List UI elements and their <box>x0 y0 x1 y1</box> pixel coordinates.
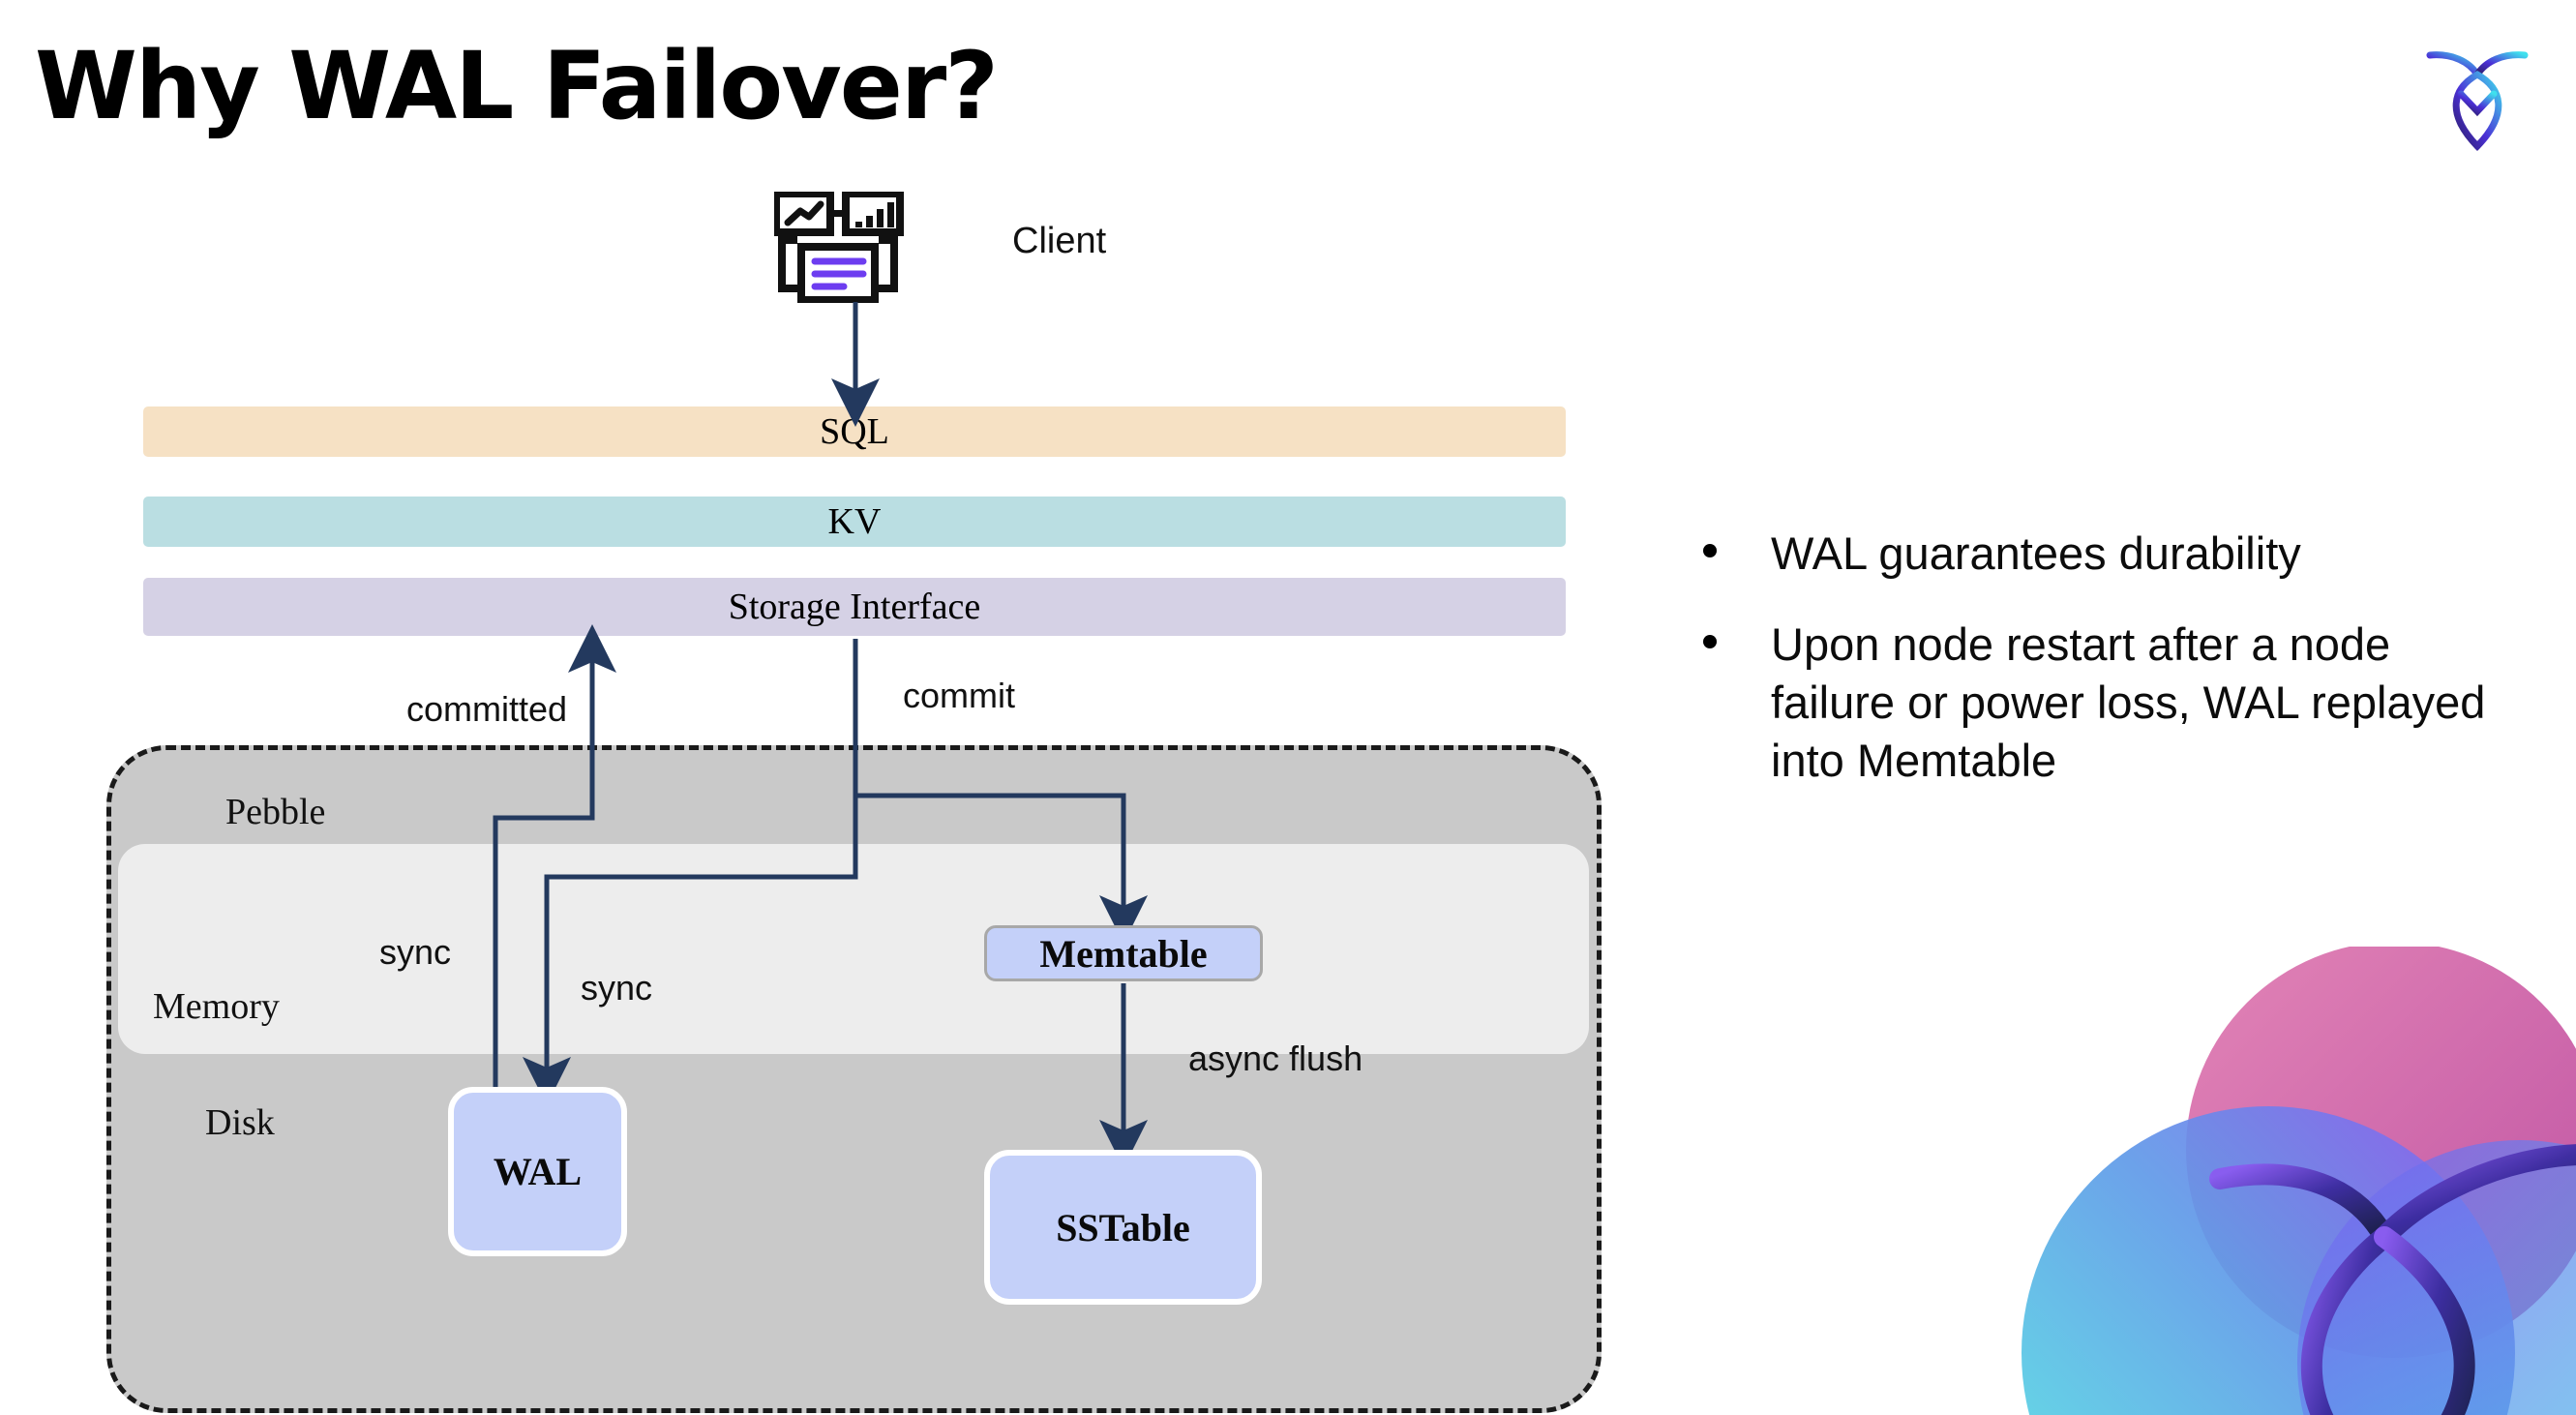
layer-label-storage: Storage Interface <box>728 587 981 627</box>
memory-label: Memory <box>153 986 280 1027</box>
cockroachdb-logo <box>2414 34 2540 155</box>
decorative-logo-graphic <box>1978 942 2576 1415</box>
memory-region <box>118 844 1589 1054</box>
sstable-box: SSTable <box>984 1150 1262 1305</box>
bullet-dot-icon <box>1703 544 1717 557</box>
layer-label-sql: SQL <box>820 411 889 452</box>
edge-label-async-flush: async flush <box>1188 1039 1363 1078</box>
page-title: Why WAL Failover? <box>35 32 999 140</box>
layer-bar-kv: KV <box>143 497 1566 547</box>
bullet-dot-icon <box>1703 635 1717 649</box>
edge-label-committed: committed <box>406 689 568 729</box>
client-dashboard-icon <box>772 190 929 304</box>
layer-bar-storage: Storage Interface <box>143 578 1566 636</box>
wal-label: WAL <box>493 1150 583 1193</box>
bullet-text: Upon node restart after a node failure o… <box>1771 618 2486 787</box>
edge-label-sync-right: sync <box>581 968 653 1008</box>
layer-bar-sql: SQL <box>143 406 1566 457</box>
wal-box: WAL <box>448 1087 627 1256</box>
edge-label-commit: commit <box>903 676 1015 715</box>
client-label: Client <box>1012 221 1107 261</box>
memtable-box: Memtable <box>984 925 1263 981</box>
edge-label-sync-left: sync <box>379 932 452 972</box>
bullet-list: WAL guarantees durability Upon node rest… <box>1703 525 2526 824</box>
sstable-label: SSTable <box>1056 1205 1190 1249</box>
list-item: Upon node restart after a node failure o… <box>1703 616 2526 790</box>
bullet-text: WAL guarantees durability <box>1771 527 2301 579</box>
list-item: WAL guarantees durability <box>1703 525 2526 583</box>
memtable-label: Memtable <box>1039 931 1208 976</box>
disk-label: Disk <box>205 1102 275 1143</box>
pebble-label: Pebble <box>225 792 326 832</box>
layer-label-kv: KV <box>827 501 882 542</box>
